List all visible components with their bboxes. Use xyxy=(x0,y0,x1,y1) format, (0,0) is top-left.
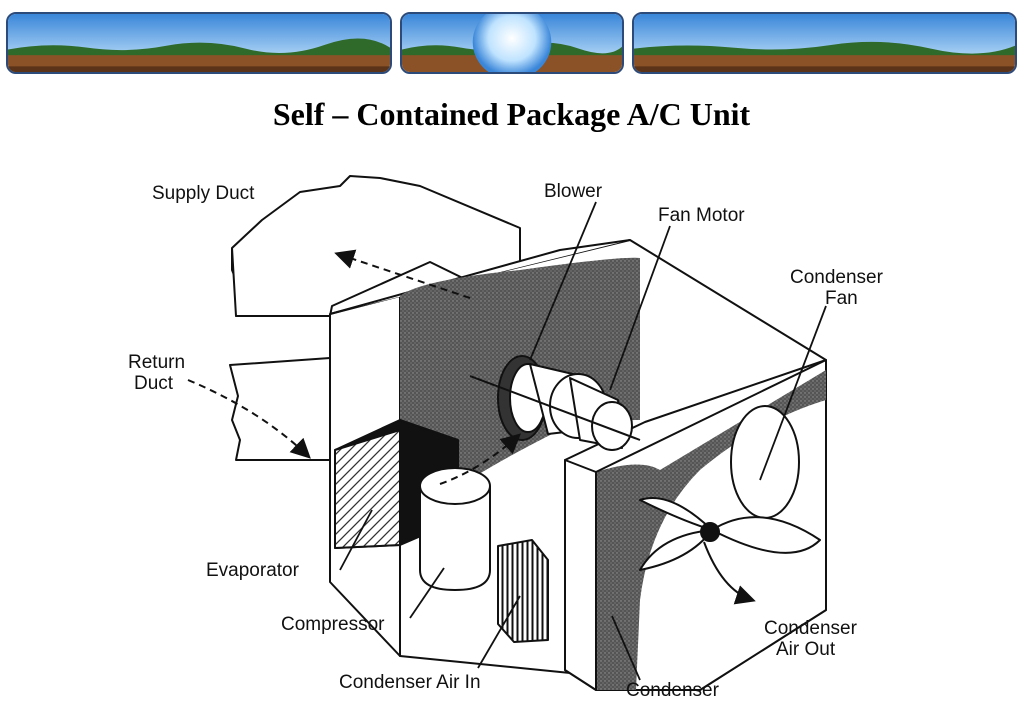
label-compressor: Compressor xyxy=(281,614,385,635)
label-fan-motor: Fan Motor xyxy=(658,205,745,226)
page-title: Self – Contained Package A/C Unit xyxy=(272,96,751,132)
header-banner-right xyxy=(632,12,1017,74)
label-condenser-air-in: Condenser Air In xyxy=(339,672,481,693)
header-banner-left xyxy=(6,12,392,74)
label-return-duct-line1: Return xyxy=(128,352,185,373)
ac-unit-diagram: Supply Duct Blower Fan Motor Condenser F… xyxy=(128,175,884,701)
blower-assembly xyxy=(469,355,641,451)
condenser-air-in-grille xyxy=(497,539,549,643)
label-return-duct-line2: Duct xyxy=(134,373,174,394)
label-condenser-air-out-line2: Air Out xyxy=(776,639,836,660)
label-condenser-fan-line2: Fan xyxy=(825,288,858,309)
label-evaporator: Evaporator xyxy=(206,560,300,581)
condenser-fan xyxy=(639,405,821,571)
header-banner-center xyxy=(400,12,624,74)
return-air-arrow xyxy=(187,379,311,459)
compressor xyxy=(419,467,491,591)
air-out-arrow xyxy=(703,541,756,605)
label-condenser-fan-line1: Condenser xyxy=(790,267,884,288)
label-blower: Blower xyxy=(544,181,603,202)
label-condenser: Condenser xyxy=(626,680,720,701)
label-condenser-air-out-line1: Condenser xyxy=(764,618,858,639)
label-supply-duct: Supply Duct xyxy=(152,183,255,204)
supply-duct xyxy=(231,175,521,317)
